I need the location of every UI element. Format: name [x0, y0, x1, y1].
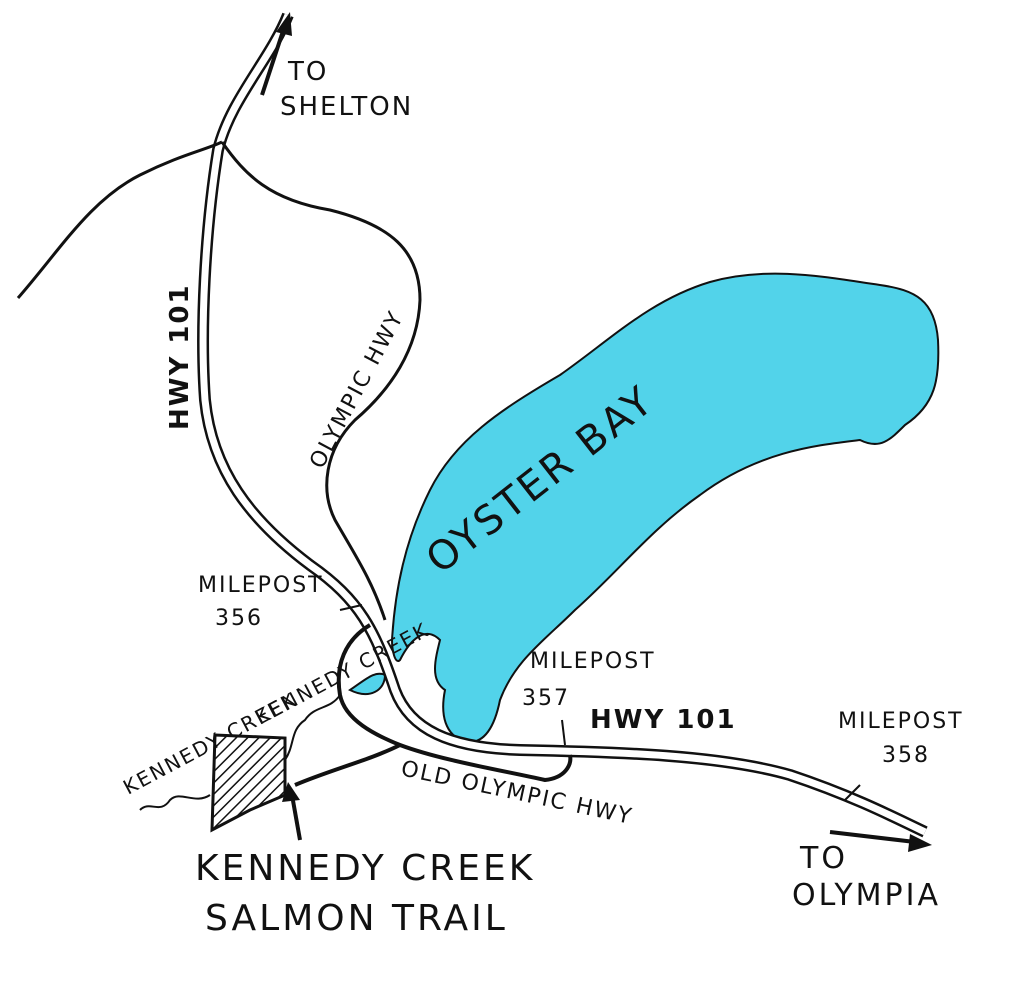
milepost-356-label-1: MILEPOST [198, 573, 324, 598]
trail-access-road [294, 743, 401, 787]
old-olympic-hwy-label: OLD OLYMPIC HWY [399, 756, 635, 830]
hwy-101-road [197, 12, 928, 838]
hwy-101-north-label: HWY 101 [165, 283, 195, 430]
milepost-357-label-1: MILEPOST [530, 649, 656, 674]
olympic-hwy-road [220, 141, 422, 621]
west-road [16, 140, 223, 299]
milepost-356-label-2: 356 [215, 606, 263, 631]
trail-label-1: KENNEDY CREEK [195, 848, 535, 889]
to-olympia-label-1: TO [799, 841, 848, 876]
arrow-trail-icon [282, 782, 302, 841]
arrow-east-icon [829, 830, 932, 852]
kennedy-creek-stream [139, 694, 341, 811]
trail-label-2: SALMON TRAIL [205, 898, 508, 939]
milepost-357-tick [561, 719, 566, 746]
to-shelton-label-2: SHELTON [280, 92, 413, 122]
oyster-bay-water [390, 272, 940, 744]
olympic-hwy-label: OLYMPIC HWY [305, 307, 409, 473]
milepost-358-label-2: 358 [882, 743, 930, 768]
milepost-357-label-2: 357 [522, 686, 570, 711]
milepost-358-label-1: MILEPOST [838, 709, 964, 734]
salmon-trail-area [210, 733, 287, 833]
to-shelton-label-1: TO [287, 57, 328, 87]
milepost-356-tick [339, 604, 363, 611]
to-olympia-label-2: OLYMPIA [792, 878, 941, 913]
arrow-north-icon [260, 12, 292, 96]
old-olympic-hwy-road [336, 623, 573, 783]
hwy-101-east-label: HWY 101 [590, 705, 737, 735]
milepost-358-tick [844, 784, 861, 801]
